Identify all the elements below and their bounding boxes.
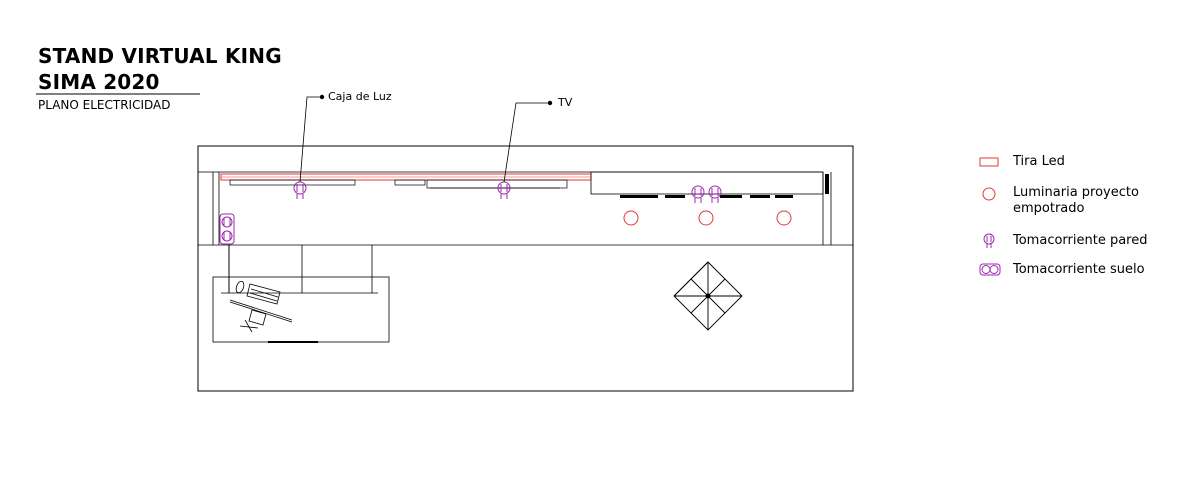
- reception-desk: [212, 276, 390, 343]
- counter-shelf-1: [620, 195, 658, 198]
- legend-toma-pared: Tomacorriente pared: [1013, 233, 1148, 248]
- back-shelf-1: [229, 179, 356, 186]
- luminaire-1: [623, 210, 639, 226]
- monitor-icon: [229, 299, 293, 333]
- wall-outlet-counter-1: [691, 185, 705, 203]
- stand-outline: [197, 145, 854, 392]
- callout-leader-caja: [299, 94, 325, 183]
- back-shelf-2: [394, 179, 426, 186]
- table-umbrella-icon: [673, 261, 743, 331]
- desk-front-trim: [268, 341, 318, 343]
- wall-outlet-caja: [293, 181, 307, 199]
- luminaire-3: [776, 210, 792, 226]
- legend-luminaria-line2: empotrado: [1013, 201, 1085, 216]
- plan-title-line2: SIMA 2020: [38, 70, 160, 94]
- legend-toma-suelo-symbol: [979, 263, 1001, 276]
- wall-outlet-tv: [497, 181, 511, 199]
- counter-shelf-4: [750, 195, 770, 198]
- mouse-icon: [235, 280, 245, 294]
- callout-leader-tv: [503, 100, 553, 183]
- luminaire-2: [698, 210, 714, 226]
- wall-outlet-counter-2: [708, 185, 722, 203]
- legend-tira-led-symbol: [979, 157, 999, 167]
- callout-caja-de-luz: Caja de Luz: [328, 90, 392, 103]
- counter-shelf-3: [720, 195, 742, 198]
- floor-outlet-left: [219, 213, 235, 245]
- legend-luminaria-symbol: [982, 187, 996, 201]
- tv-panel: [426, 179, 568, 189]
- plan-title-line1: STAND VIRTUAL KING: [38, 44, 282, 68]
- plan-subtitle: PLANO ELECTRICIDAD: [38, 98, 171, 112]
- legend-toma-suelo: Tomacorriente suelo: [1013, 262, 1145, 277]
- right-wall-post: [825, 174, 829, 194]
- counter-shelf-2: [665, 195, 685, 198]
- counter-shelf-5: [775, 195, 793, 198]
- legend-toma-pared-symbol: [983, 233, 995, 248]
- back-counter: [590, 171, 824, 195]
- legend-tira-led: Tira Led: [1013, 154, 1065, 169]
- callout-tv: TV: [558, 96, 573, 109]
- legend-luminaria-line1: Luminaria proyecto: [1013, 185, 1139, 200]
- keyboard-icon: [246, 283, 281, 305]
